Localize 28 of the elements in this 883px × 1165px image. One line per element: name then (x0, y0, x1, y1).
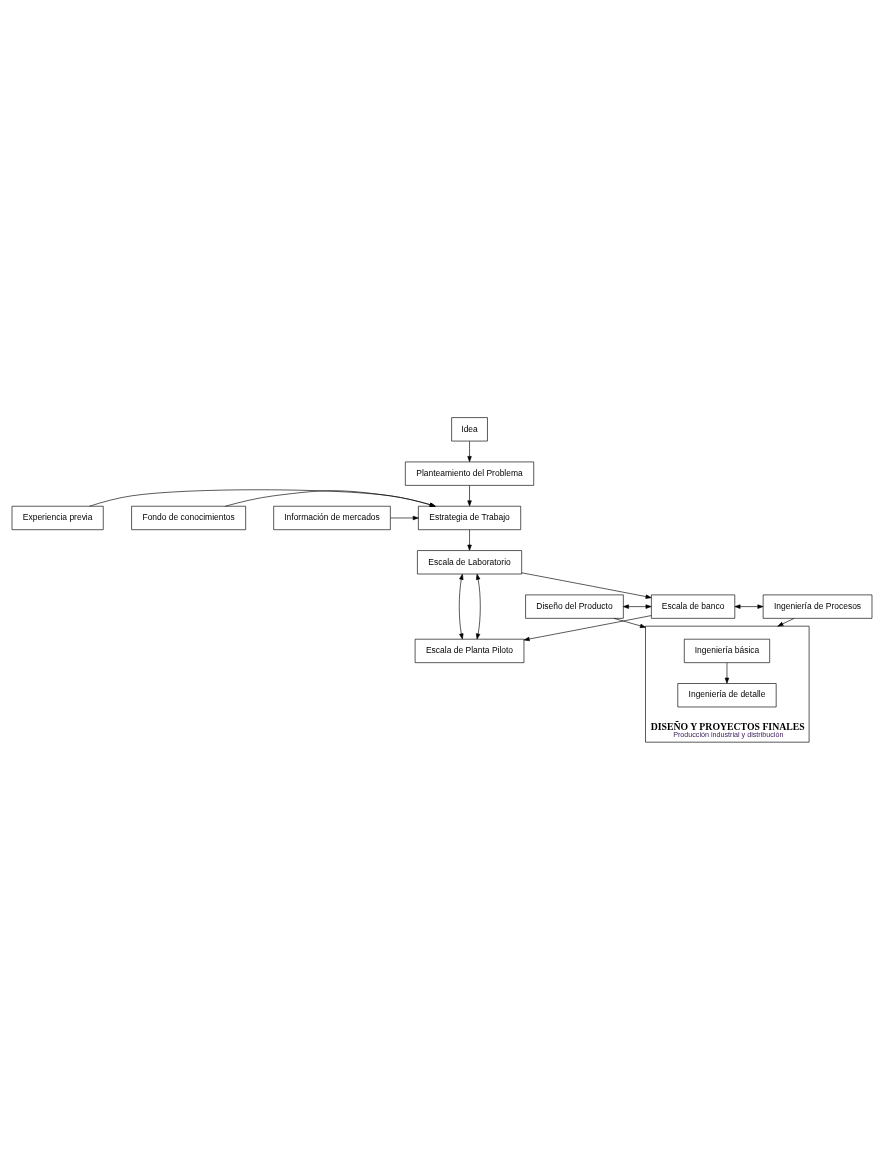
node-box: Ingeniería de Procesos (762, 594, 872, 619)
arrow (734, 604, 763, 609)
arrow (776, 618, 794, 627)
arrow (724, 662, 729, 684)
arrow (458, 573, 463, 640)
node-box: Escala de banco (650, 594, 735, 619)
node-box: Idea (450, 417, 488, 442)
arrow (520, 572, 651, 599)
node-box: Planteamiento del Problema (404, 461, 534, 486)
node-box: Escala de Laboratorio (416, 550, 522, 575)
arrow (466, 485, 472, 507)
arrow (389, 515, 419, 521)
node-box: Diseño del Producto (524, 594, 624, 619)
arrow (613, 618, 646, 628)
node-box: Ingeniería de detalle (676, 683, 776, 708)
node-box: Ingeniería básica (683, 638, 770, 663)
node-box: Fondo de conocimientos (130, 505, 246, 531)
arrow (622, 604, 651, 609)
arrow (466, 529, 472, 551)
arrow (224, 490, 436, 507)
node-box: Escala de Planta Piloto (414, 638, 524, 663)
arrow (523, 615, 651, 642)
arrow (88, 489, 436, 507)
node-box: Experiencia previa (11, 505, 104, 531)
node-box: Estrategia de Trabajo (417, 505, 521, 531)
arrow (466, 440, 472, 462)
arrow (475, 573, 481, 640)
node-box: Información de mercados (272, 505, 391, 531)
